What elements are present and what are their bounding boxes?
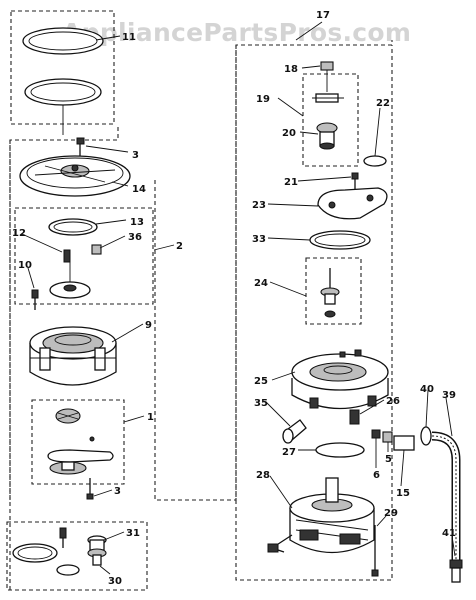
pump-assembly-1 xyxy=(47,408,114,475)
callout-20: 20 xyxy=(282,128,296,139)
callout-9: 9 xyxy=(145,320,152,331)
rings-30 xyxy=(12,527,80,576)
bracket-center xyxy=(154,40,393,501)
callout-19: 19 xyxy=(256,94,270,105)
callout-6: 6 xyxy=(373,470,380,481)
plate-23 xyxy=(317,187,388,220)
callout-28: 28 xyxy=(256,470,270,481)
bracket-19 xyxy=(312,93,344,103)
callout-5: 5 xyxy=(385,454,392,465)
housing-9 xyxy=(29,326,117,386)
callout-11: 11 xyxy=(122,32,136,43)
nut-36 xyxy=(91,244,102,255)
disc-27 xyxy=(315,442,365,458)
callout-3-bottom: 3 xyxy=(114,486,121,497)
group-boxes xyxy=(6,10,393,591)
screw-3-top xyxy=(76,137,85,156)
box-30 xyxy=(6,521,148,591)
seal-rings-11 xyxy=(22,27,104,135)
callout-39: 39 xyxy=(442,390,456,401)
callout-29: 29 xyxy=(384,508,398,519)
callout-24: 24 xyxy=(254,278,268,289)
callout-25: 25 xyxy=(254,376,268,387)
plug-31 xyxy=(87,535,107,566)
callout-40: 40 xyxy=(420,384,434,395)
box-24 xyxy=(305,257,362,325)
box-11 xyxy=(10,10,115,125)
hose-35 xyxy=(282,419,307,444)
callout-3-top: 3 xyxy=(132,150,139,161)
callout-18: 18 xyxy=(284,64,298,75)
watermark: AppliancePartsPros.com xyxy=(62,18,412,47)
leader-lines xyxy=(21,21,456,575)
callout-14: 14 xyxy=(132,184,146,195)
nut-18 xyxy=(320,61,334,92)
ring-13 xyxy=(48,218,98,236)
callout-30: 30 xyxy=(108,576,122,587)
box-2 xyxy=(14,207,154,305)
clip-22 xyxy=(363,155,387,167)
screw-3-bottom xyxy=(86,478,94,500)
pin-12 xyxy=(63,249,71,263)
callout-10: 10 xyxy=(18,260,32,271)
callout-labels: 11 3 14 13 12 36 2 10 9 1 3 31 30 17 18 … xyxy=(12,10,456,587)
screw-10 xyxy=(31,289,39,310)
callout-2: 2 xyxy=(176,241,183,252)
gear-2 xyxy=(49,260,91,299)
hose-39 xyxy=(431,431,463,583)
callout-33: 33 xyxy=(252,234,266,245)
callout-31: 31 xyxy=(126,528,140,539)
callout-35: 35 xyxy=(254,398,268,409)
shaft-24 xyxy=(320,268,340,318)
seal-33 xyxy=(309,230,371,250)
box-19 xyxy=(302,73,359,167)
box-17 xyxy=(235,45,393,581)
callout-15: 15 xyxy=(396,488,410,499)
housing-25 xyxy=(291,349,389,410)
box-1 xyxy=(31,399,125,485)
callout-41: 41 xyxy=(442,528,456,539)
callout-26: 26 xyxy=(386,396,400,407)
callout-21: 21 xyxy=(284,177,298,188)
clamp-40 xyxy=(420,426,432,446)
callout-23: 23 xyxy=(252,200,266,211)
callout-17: 17 xyxy=(316,10,330,21)
callout-1: 1 xyxy=(147,412,154,423)
screw-29 xyxy=(371,525,379,577)
callout-13: 13 xyxy=(130,217,144,228)
gear-20 xyxy=(316,122,338,150)
motor-28 xyxy=(267,477,375,554)
callout-27: 27 xyxy=(282,447,296,458)
callout-22: 22 xyxy=(376,98,390,109)
clip-26 xyxy=(349,409,360,425)
cover-14 xyxy=(19,155,131,197)
callout-12: 12 xyxy=(12,228,26,239)
screw-21 xyxy=(351,172,359,190)
callout-36: 36 xyxy=(128,232,142,243)
fitting-6-5-15 xyxy=(371,429,415,451)
